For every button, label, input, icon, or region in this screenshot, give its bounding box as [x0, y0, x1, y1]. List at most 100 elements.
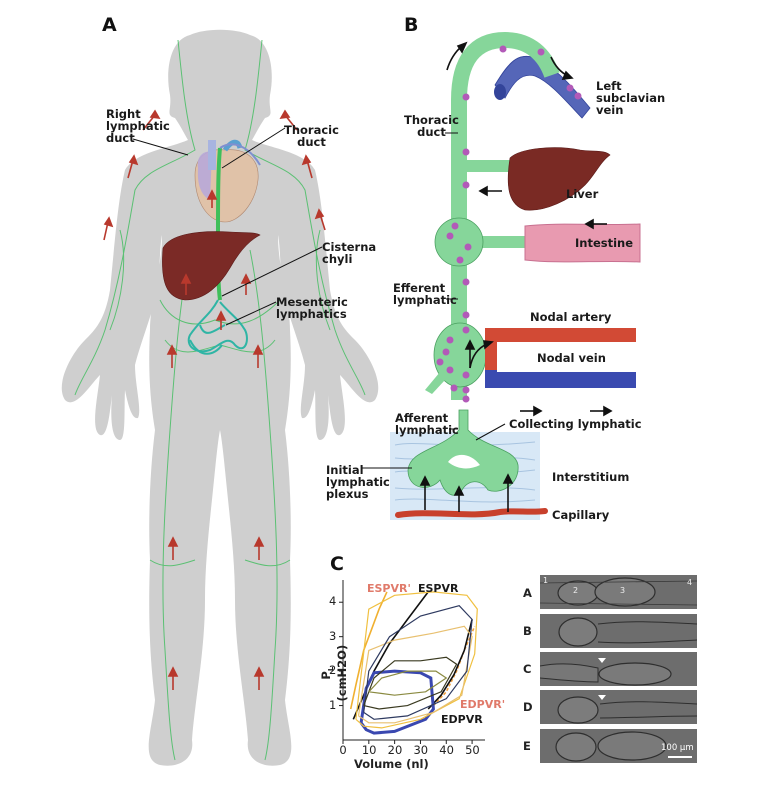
subclavian-vein-line	[219, 143, 261, 166]
flow-arrow-icon	[166, 344, 178, 368]
scale-bar-label: 100 µm	[661, 743, 694, 753]
lymphocyte-cells	[436, 45, 582, 403]
x-tick-label: 10	[361, 743, 377, 757]
label-line: Thoracic	[404, 113, 459, 127]
micrograph-row-letter: A	[523, 586, 532, 600]
flow-arrow-icon	[253, 666, 265, 690]
annotation-edpvr: EDPVR	[441, 713, 483, 726]
series-loop-dark-1	[363, 605, 473, 720]
label-line: vein	[596, 103, 624, 117]
tick-marks	[339, 601, 473, 744]
flow-arrow-icon	[252, 344, 264, 368]
flow-arrow-icon	[279, 109, 298, 131]
micrograph-row-letter: B	[523, 624, 532, 638]
vein-opening	[494, 84, 506, 100]
annotation-edpvr-prime: EDPVR'	[460, 698, 506, 711]
flow-arrow-icon	[167, 666, 179, 690]
flow-arrow-icon	[301, 154, 313, 179]
label-right-lymphatic-duct: Right lymphatic duct	[106, 108, 170, 144]
nodal-vein-vessel	[485, 370, 636, 388]
label-nodal-vein: Nodal vein	[537, 351, 606, 365]
label-liver: Liver	[566, 187, 599, 201]
mesenteric-lymphatics-network	[187, 299, 248, 355]
label-efferent-lymphatic: Efferent lymphatic	[393, 282, 457, 306]
y-tick-label: 3	[329, 628, 337, 643]
arrow-icon	[469, 340, 494, 369]
liver-branch-vessel	[466, 160, 516, 172]
leader-lines-a	[132, 127, 323, 326]
flow-arrow-icon	[314, 208, 326, 231]
y-tick-label: 4	[329, 594, 337, 609]
pv-series-group	[349, 591, 478, 735]
segment-number: 1	[543, 576, 549, 585]
series-loop-olive	[368, 670, 448, 696]
intestine-illustration	[524, 223, 641, 263]
afferent-stub	[425, 372, 445, 394]
arrow-icon	[502, 473, 514, 512]
y-tick-label: 2	[329, 663, 337, 678]
label-line: lymphatic	[106, 119, 170, 133]
flow-arrows-b	[419, 41, 613, 512]
flow-arrow-icon	[215, 310, 227, 330]
lymph-network	[74, 39, 366, 761]
micrograph-frame-a: 1 2 3 4	[540, 575, 697, 609]
body-silhouette	[61, 29, 379, 766]
label-line: Right	[106, 107, 141, 121]
label-nodal-artery: Nodal artery	[530, 310, 612, 324]
label-line: Thoracic	[284, 123, 339, 137]
flow-arrows-a	[103, 109, 326, 690]
micrograph-row-letter: E	[523, 739, 531, 753]
y-axis-label: PL (cmH2O)	[319, 638, 349, 708]
y-label-unit: (cmH2O)	[335, 644, 350, 702]
series-loop-yellow-1	[355, 591, 478, 729]
label-line: duct	[106, 131, 135, 145]
arrow-icon	[419, 475, 431, 510]
arrow-icon	[520, 405, 543, 417]
flow-arrow-icon	[253, 536, 265, 560]
label-line: duct	[297, 135, 326, 149]
label-afferent-lymphatic: Afferent lymphatic	[395, 412, 459, 436]
label-intestine: Intestine	[575, 236, 634, 250]
micrograph-frame-e: 100 µm	[540, 729, 697, 763]
label-line: subclavian	[596, 91, 666, 105]
nodal-artery-vessel	[485, 328, 636, 370]
arrow-icon	[478, 185, 502, 197]
liver-illustration-b	[507, 147, 611, 211]
x-tick-label: 20	[387, 743, 403, 757]
segment-number: 3	[620, 586, 626, 595]
label-thoracic-duct-a: Thoracic duct	[284, 124, 339, 148]
y-tick-label: 1	[329, 697, 337, 712]
lymph-node-upper	[434, 217, 484, 267]
label-capillary: Capillary	[552, 508, 610, 522]
micrograph-frame-b	[540, 614, 697, 648]
flow-arrow-icon	[127, 154, 139, 179]
label-mesenteric-lymphatics: Mesenteric lymphatics	[276, 296, 348, 320]
label-line: plexus	[326, 487, 369, 501]
label-initial-lymphatic-plexus: Initial lymphatic plexus	[326, 464, 390, 500]
flow-arrow-icon	[167, 536, 179, 560]
y-label-main: P	[318, 671, 333, 680]
initial-lymphatic-plexus-shape	[407, 409, 519, 496]
left-subclavian-vein-illustration	[494, 55, 591, 119]
y-label-sub: L	[327, 666, 336, 672]
segment-number: 2	[573, 586, 579, 595]
x-axis-label: Volume (nl)	[354, 757, 429, 771]
x-tick-label: 40	[439, 743, 454, 757]
arrow-icon	[590, 405, 613, 417]
segment-number: 4	[687, 578, 693, 587]
label-line: lymphatic	[393, 293, 457, 307]
arrow-icon	[550, 56, 574, 80]
panel-a-letter: A	[102, 14, 117, 36]
label-line: Initial	[326, 463, 364, 477]
capillary-vessel	[395, 508, 548, 518]
label-line: Afferent	[395, 411, 449, 425]
flow-arrow-icon	[240, 273, 252, 295]
label-line: duct	[417, 125, 446, 139]
label-collecting-lymphatic: Collecting lymphatic	[509, 417, 642, 431]
plexus-gap	[448, 454, 480, 469]
x-tick-label: 0	[339, 743, 347, 757]
annotation-espvr: ESPVR	[418, 582, 459, 595]
valve-marker-icon	[598, 658, 606, 663]
label-line: Left	[596, 79, 622, 93]
